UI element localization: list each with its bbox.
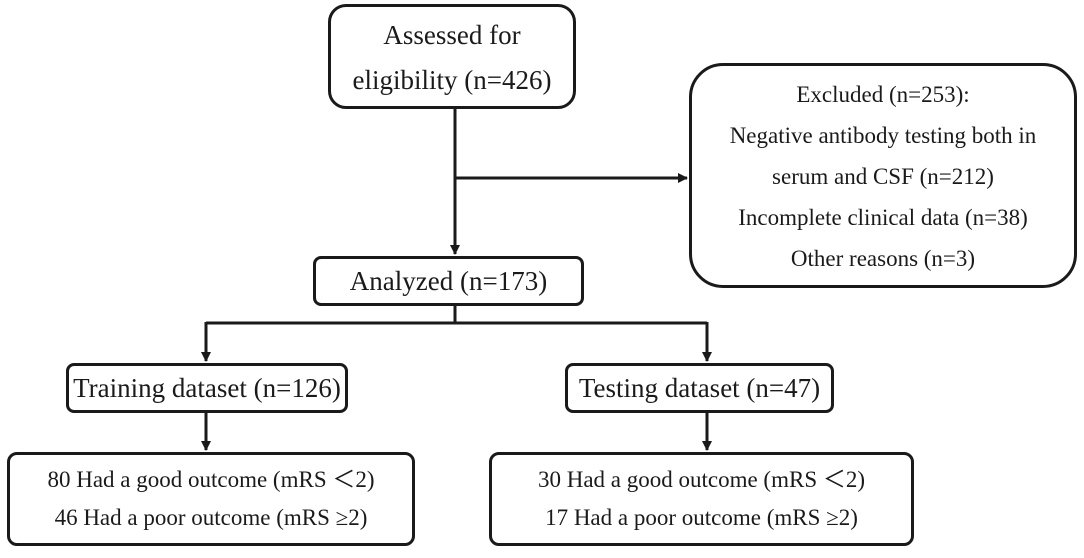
training-poor-outcome: 46 Had a poor outcome (mRS ≥2) bbox=[54, 505, 368, 530]
training-good-outcome: 80 Had a good outcome (mRS ＜2) bbox=[47, 467, 375, 492]
testing-good-outcome: 30 Had a good outcome (mRS ＜2) bbox=[537, 467, 866, 492]
excluded-reason-4: Other reasons (n=3) bbox=[790, 246, 976, 271]
testing-dataset-label: Testing dataset (n=47) bbox=[578, 372, 821, 403]
training-outcomes-box: 80 Had a good outcome (mRS ＜2) 46 Had a … bbox=[7, 452, 415, 546]
excluded-box: Excluded (n=253): Negative antibody test… bbox=[689, 63, 1077, 288]
testing-dataset-box: Testing dataset (n=47) bbox=[565, 363, 834, 413]
excluded-title: Excluded (n=253): bbox=[796, 82, 970, 107]
analyzed-label: Analyzed (n=173) bbox=[349, 265, 548, 296]
assessed-line-1: Assessed for bbox=[383, 19, 521, 50]
assessed-line-2: eligibility (n=426) bbox=[352, 64, 552, 95]
excluded-reason-3: Incomplete clinical data (n=38) bbox=[738, 205, 1028, 230]
excluded-reason-1: Negative antibody testing both in bbox=[729, 123, 1037, 148]
excluded-reason-2: serum and CSF (n=212) bbox=[772, 164, 994, 189]
assessed-box: Assessed for eligibility (n=426) bbox=[328, 4, 576, 109]
analyzed-box: Analyzed (n=173) bbox=[313, 256, 584, 306]
testing-outcomes-box: 30 Had a good outcome (mRS ＜2) 17 Had a … bbox=[489, 452, 914, 546]
training-dataset-box: Training dataset (n=126) bbox=[66, 363, 348, 413]
training-dataset-label: Training dataset (n=126) bbox=[73, 372, 341, 403]
testing-poor-outcome: 17 Had a poor outcome (mRS ≥2) bbox=[545, 505, 858, 530]
